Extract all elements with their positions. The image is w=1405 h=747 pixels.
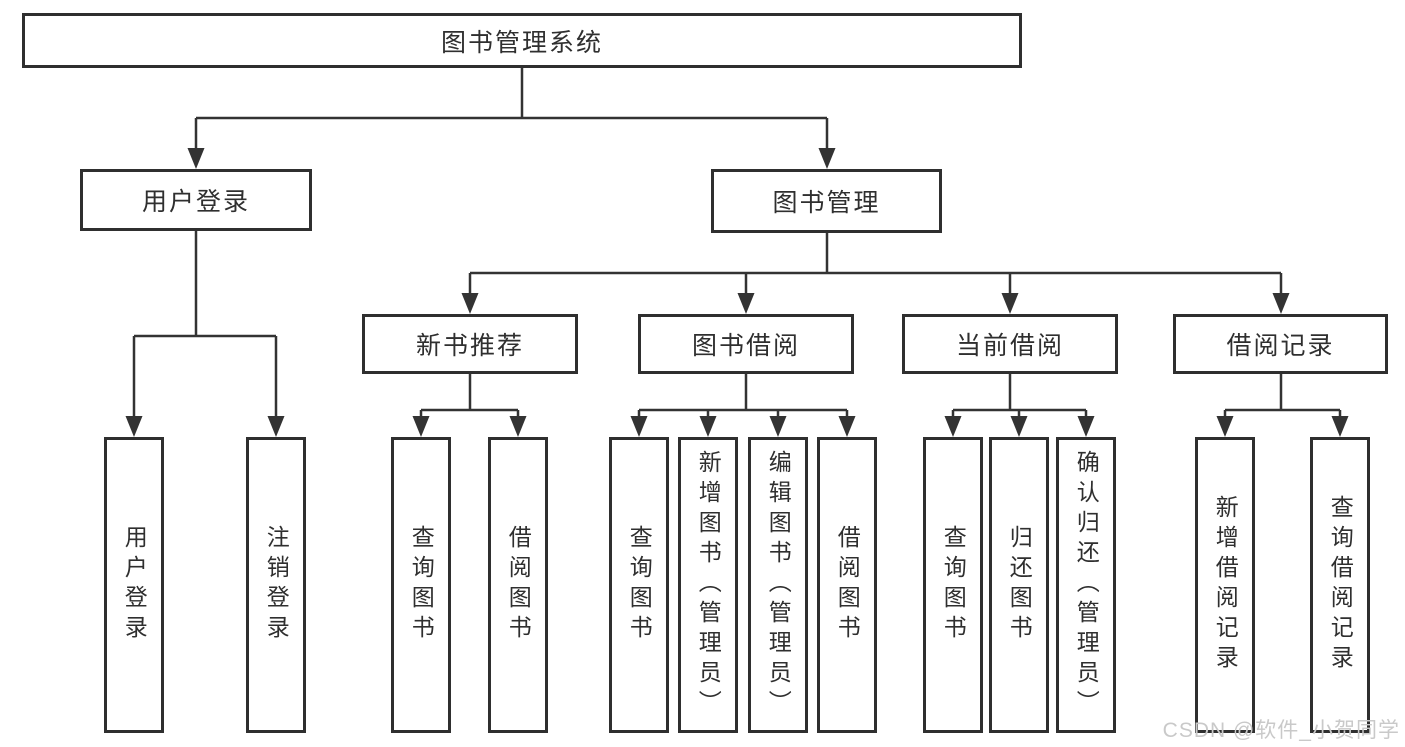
leaf-label: 查询图书 — [940, 525, 967, 645]
leaf-query-books-recommend: 查询图书 — [391, 437, 451, 733]
leaf-label: 查询图书 — [408, 525, 435, 645]
leaf-user-login: 用户登录 — [104, 437, 164, 733]
connector-book-management-to-level3 — [468, 233, 1283, 295]
leaf-label: 注销登录 — [263, 525, 290, 645]
node-new-book-recommend: 新书推荐 — [362, 314, 578, 374]
leaf-label: 查询图书 — [626, 525, 653, 645]
leaf-label: 新增借阅记录 — [1212, 495, 1239, 675]
node-user-login: 用户登录 — [80, 169, 312, 231]
leaf-label: 归还图书 — [1006, 525, 1033, 645]
node-book-borrowing: 图书借阅 — [638, 314, 854, 374]
connector-root-to-level2 — [194, 68, 829, 150]
leaf-query-books-borrowing: 查询图书 — [609, 437, 669, 733]
leaf-add-books-admin: 新增图书（管理员） — [678, 437, 738, 733]
leaf-add-borrow-record: 新增借阅记录 — [1195, 437, 1255, 733]
node-book-management: 图书管理 — [711, 169, 942, 233]
leaf-query-books-current: 查询图书 — [923, 437, 983, 733]
leaf-label: 用户登录 — [121, 525, 148, 645]
connector-book-borrowing-to-children — [637, 374, 849, 418]
leaf-confirm-return-admin: 确认归还（管理员） — [1056, 437, 1116, 733]
csdn-watermark: CSDN @软件_小贺同学 — [1162, 719, 1400, 742]
leaf-edit-books-admin: 编辑图书（管理员） — [748, 437, 808, 733]
connector-new-book-recommend-to-children — [419, 374, 520, 418]
leaf-label: 编辑图书（管理员） — [765, 450, 792, 720]
connector-current-borrowing-to-children — [951, 374, 1088, 418]
leaf-query-borrow-record: 查询借阅记录 — [1310, 437, 1370, 733]
leaf-label: 新增图书（管理员） — [695, 450, 722, 720]
connector-user-login-to-children — [132, 231, 278, 418]
node-borrowing-records: 借阅记录 — [1173, 314, 1388, 374]
leaf-return-books: 归还图书 — [989, 437, 1049, 733]
leaf-label: 确认归还（管理员） — [1073, 450, 1100, 720]
node-current-borrowing: 当前借阅 — [902, 314, 1118, 374]
leaf-label: 查询借阅记录 — [1327, 495, 1354, 675]
leaf-borrow-books-borrowing: 借阅图书 — [817, 437, 877, 733]
leaf-label: 借阅图书 — [834, 525, 861, 645]
arrowhead-icons — [125, 148, 1349, 437]
leaf-label: 借阅图书 — [505, 525, 532, 645]
node-root: 图书管理系统 — [22, 13, 1022, 68]
leaf-borrow-books-recommend: 借阅图书 — [488, 437, 548, 733]
leaf-logout: 注销登录 — [246, 437, 306, 733]
connector-borrowing-records-to-children — [1223, 374, 1342, 418]
